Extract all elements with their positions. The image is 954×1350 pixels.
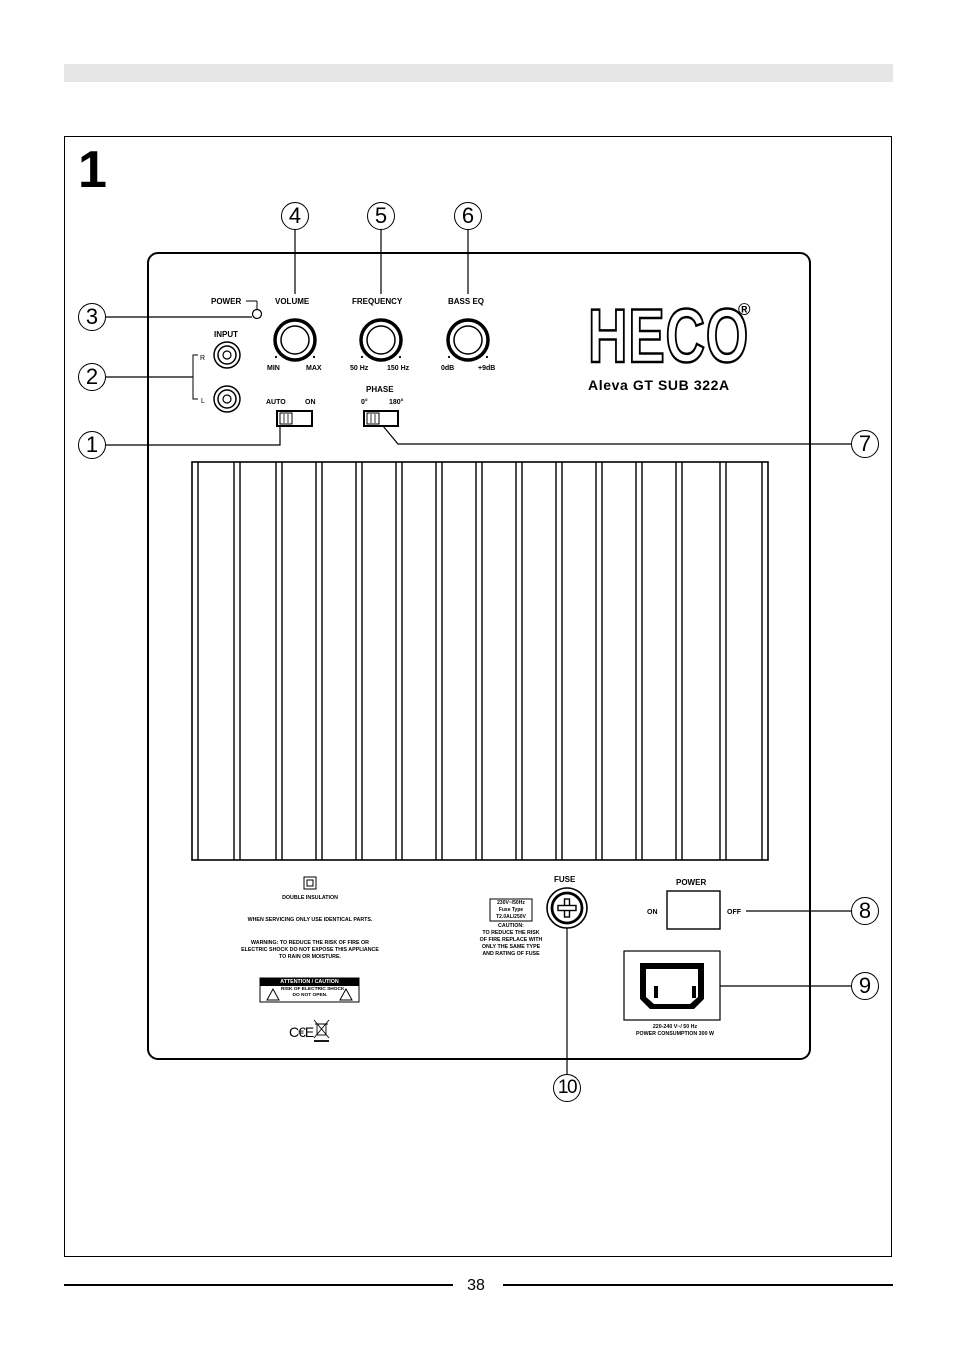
fuse-caution-line: ONLY THE SAME TYPE	[481, 944, 541, 950]
power-rating-line: POWER CONSUMPTION 300 W	[636, 1031, 714, 1037]
double-insulation-symbol	[303, 876, 317, 890]
callout-1: 1	[78, 431, 106, 459]
fuse-caution-line: CAUTION:	[498, 923, 524, 929]
fuse-spec-notice: 230V~/50Hz Fuse Type T2.0AL/250V	[490, 900, 532, 921]
callout-2: 2	[78, 363, 106, 391]
fuse-label: FUSE	[554, 875, 576, 884]
fuse-spec-line: Fuse Type	[498, 907, 524, 913]
servicing-notice: WHEN SERVICING ONLY USE IDENTICAL PARTS.	[247, 917, 373, 923]
attention-caution-title: ATTENTION / CAUTION	[280, 979, 339, 985]
phase-switch	[363, 410, 399, 427]
callout-9: 9	[851, 972, 879, 1000]
rca-input-left	[213, 385, 241, 413]
input-left-label: L	[201, 398, 205, 405]
warning-notice: WARNING: TO REDUCE THE RISK OF FIRE OR E…	[215, 940, 405, 961]
bass-eq-label: BASS EQ	[448, 297, 485, 306]
figure-number: 1	[78, 141, 107, 199]
bass-eq-knob	[446, 318, 490, 362]
ce-mark: C€E	[289, 1024, 314, 1040]
shock-line: RISK OF ELECTRIC SHOCK	[281, 987, 345, 992]
header-bar	[64, 64, 893, 82]
power-on-label: ON	[647, 909, 658, 916]
callout-7: 7	[851, 430, 879, 458]
power-rating-line: 220-240 V~/ 50 Hz	[652, 1024, 698, 1030]
heco-logo: HECO ®	[587, 294, 812, 379]
callout-5: 5	[367, 202, 395, 230]
heatsink	[191, 461, 769, 861]
auto-on-switch	[276, 410, 313, 427]
callout-8: 8	[851, 897, 879, 925]
logo-brand-text: HECO	[587, 294, 749, 379]
fuse-caution-line: AND RATING OF FUSE	[482, 951, 540, 957]
bass-eq-max-label: +9dB	[478, 365, 496, 372]
shock-line: DO NOT OPEN.	[292, 993, 328, 998]
warning-line: ELECTRIC SHOCK DO NOT EXPOSE THIS APPLIA…	[241, 947, 379, 953]
attention-caution-label	[259, 977, 360, 1003]
volume-max-label: MAX	[306, 365, 322, 372]
iec-power-socket	[623, 950, 721, 1021]
callout-3: 3	[78, 303, 106, 331]
volume-label: VOLUME	[275, 297, 310, 306]
power-led-label: POWER	[211, 297, 242, 306]
volume-knob	[273, 318, 317, 362]
warning-line: WARNING: TO REDUCE THE RISK OF FIRE OR	[251, 940, 369, 946]
callout-leaders	[106, 229, 852, 1075]
amplifier-plate	[147, 252, 811, 1060]
callout-10: 10	[553, 1074, 581, 1102]
fuse-caution-line: OF FIRE REPLACE WITH	[479, 937, 543, 943]
phase-180-label: 180°	[389, 399, 404, 406]
phase-zero-label: 0°	[361, 399, 368, 406]
auto-label: AUTO	[266, 399, 286, 406]
fuse-spec-line: 230V~/50Hz	[497, 900, 525, 906]
power-switch-label: POWER	[676, 878, 707, 887]
frequency-label: FREQUENCY	[352, 297, 403, 306]
power-rocker-switch	[666, 890, 721, 930]
frequency-knob	[359, 318, 403, 362]
weee-bin-icon	[313, 1019, 330, 1042]
registered-mark: ®	[738, 300, 751, 319]
fuse-caution-notice: CAUTION: TO REDUCE THE RISK OF FIRE REPL…	[466, 923, 556, 958]
power-rating-notice: 220-240 V~/ 50 Hz POWER CONSUMPTION 300 …	[620, 1024, 730, 1038]
fuse-spec-box	[489, 898, 533, 922]
warning-line: TO RAIN OR MOISTURE.	[279, 954, 341, 960]
shock-notice: RISK OF ELECTRIC SHOCK DO NOT OPEN.	[281, 987, 345, 999]
on-label: ON	[305, 399, 316, 406]
callout-6: 6	[454, 202, 482, 230]
model-name: Aleva GT SUB 322A	[588, 377, 730, 393]
figure-frame	[64, 136, 892, 1257]
rca-input-right	[213, 341, 241, 369]
fuse-caution-line: TO REDUCE THE RISK	[482, 930, 540, 936]
page-number: 38	[467, 1277, 485, 1294]
input-right-label: R	[200, 355, 206, 362]
input-label: INPUT	[214, 330, 238, 339]
fuse-spec-line: T2.0AL/250V	[496, 914, 526, 920]
phase-label: PHASE	[366, 385, 394, 394]
volume-min-label: MIN	[267, 365, 280, 372]
callout-4: 4	[281, 202, 309, 230]
frequency-min-label: 50 Hz	[350, 365, 369, 372]
bass-eq-min-label: 0dB	[441, 365, 455, 372]
frequency-max-label: 150 Hz	[387, 365, 410, 372]
power-off-label: OFF	[727, 909, 741, 916]
double-insulation-text: DOUBLE INSULATION	[282, 895, 338, 901]
